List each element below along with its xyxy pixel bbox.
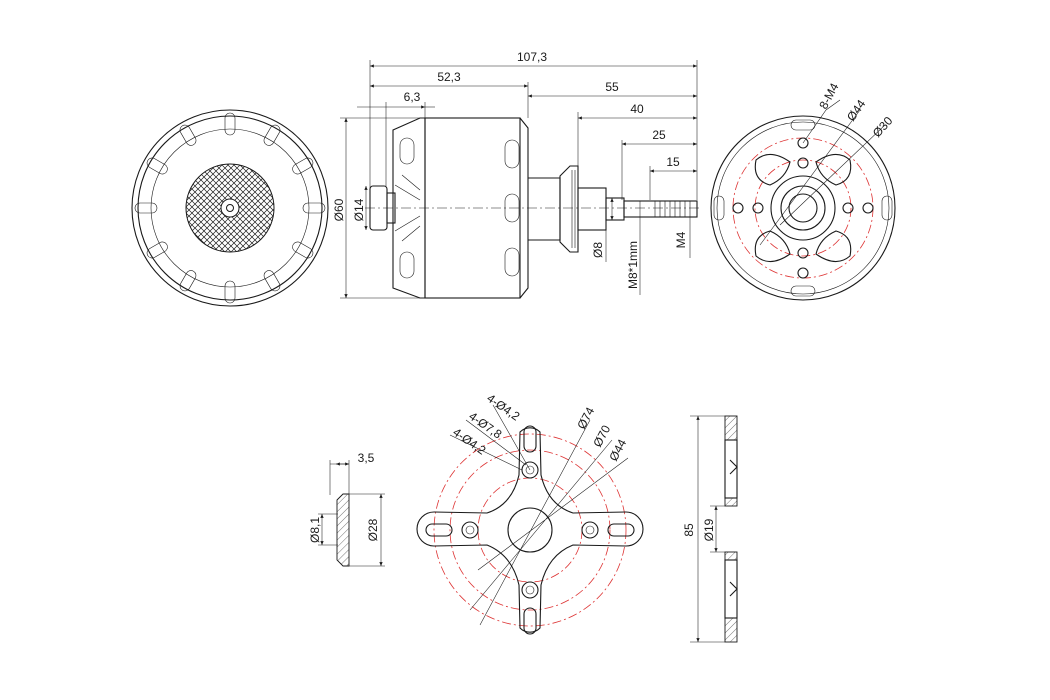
- dim-shaft-40: 40: [630, 102, 644, 116]
- dim-thread-m8: M8*1mm: [626, 241, 640, 289]
- dim-body-length: 52,3: [437, 70, 461, 84]
- dim-washer-bore: Ø8,1: [308, 517, 322, 543]
- vertical-dimensions: Ø60 Ø14 Ø8 M8*1mm M4: [332, 117, 691, 299]
- dim-washer-outer: Ø28: [366, 518, 380, 541]
- front-end-view: 8-M4 Ø44 Ø30: [710, 80, 896, 301]
- label-mount-circle-70: Ø70: [590, 423, 613, 450]
- dim-body-diameter: Ø60: [332, 198, 346, 221]
- dim-overall-length: 107,3: [517, 50, 547, 64]
- label-mount-hole-a: 4-Ø4,2: [484, 391, 522, 424]
- dim-washer-thickness: 3,5: [358, 451, 375, 465]
- dim-plate-bore: Ø19: [702, 518, 716, 541]
- horizontal-dimensions: 107,3 52,3 55 6,3 40 25 15: [357, 50, 698, 200]
- dim-shaft-diameter: Ø8: [591, 242, 605, 258]
- washer-view: 3,5 Ø8,1 Ø28: [308, 451, 385, 567]
- plate-section-view: 85 Ø19: [682, 415, 738, 643]
- dim-shaft-25: 25: [652, 128, 666, 142]
- rear-vent-slots: [134, 112, 326, 304]
- dim-front-offset: 6,3: [404, 90, 421, 104]
- dim-shaft-15: 15: [666, 155, 680, 169]
- front-mount-holes: [732, 137, 874, 279]
- dim-plate-height: 85: [682, 523, 696, 537]
- label-mount-holes: 8-M4: [816, 80, 841, 111]
- rear-end-view: [131, 109, 329, 307]
- label-bolt-circle-44: Ø44: [844, 97, 869, 124]
- dim-shaft-length: 55: [605, 80, 619, 94]
- cross-mount-holes: [425, 425, 635, 635]
- cross-mount-view: 4-Ø4,2 4-Ø7,8 4-Ø4,2 Ø74 Ø70 Ø44: [416, 391, 644, 635]
- dim-boss-diameter: Ø14: [352, 198, 366, 221]
- dim-thread-m4: M4: [674, 231, 688, 248]
- side-view: 107,3 52,3 55 6,3 40 25 15 Ø60 Ø14: [332, 50, 702, 299]
- label-mount-circle-74: Ø74: [574, 405, 597, 432]
